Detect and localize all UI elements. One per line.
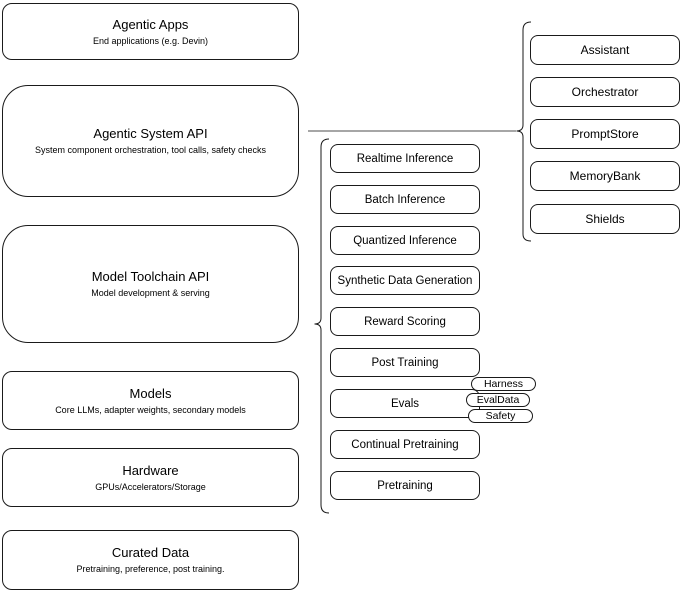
node-quantized-inference: Quantized Inference (330, 226, 480, 255)
tag-label: Harness (483, 378, 524, 390)
node-assistant: Assistant (530, 35, 680, 65)
node-promptstore: PromptStore (530, 119, 680, 149)
node-subtitle: Pretraining, preference, post training. (76, 564, 225, 574)
node-label: Pretraining (377, 479, 433, 492)
node-pretraining: Pretraining (330, 471, 480, 500)
node-shields: Shields (530, 204, 680, 234)
node-subtitle: Model development & serving (91, 288, 210, 298)
system-components-brace (516, 21, 532, 242)
node-memorybank: MemoryBank (530, 161, 680, 191)
node-label: PromptStore (571, 127, 639, 141)
tag-label: Safety (485, 410, 516, 422)
tag-label: EvalData (476, 394, 520, 406)
node-subtitle: Core LLMs, adapter weights, secondary mo… (55, 404, 246, 415)
node-label: Assistant (580, 43, 630, 57)
node-label: Realtime Inference (356, 152, 454, 165)
tag-evaldata: EvalData (466, 393, 530, 407)
node-post-training: Post Training (330, 348, 480, 377)
node-title: Agentic System API (93, 126, 208, 141)
node-label: Shields (585, 212, 625, 226)
node-models: Models Core LLMs, adapter weights, secon… (2, 371, 299, 430)
node-continual-pretraining: Continual Pretraining (330, 430, 480, 459)
node-label: Orchestrator (571, 85, 639, 99)
node-title: Model Toolchain API (91, 269, 210, 284)
node-hardware: Hardware GPUs/Accelerators/Storage (2, 448, 299, 507)
node-label: Quantized Inference (353, 234, 457, 247)
node-agentic-apps: Agentic Apps End applications (e.g. Devi… (2, 3, 299, 60)
node-label: Continual Pretraining (351, 438, 459, 451)
tag-safety: Safety (468, 409, 533, 423)
node-curated-data: Curated Data Pretraining, preference, po… (2, 530, 299, 590)
node-label: MemoryBank (569, 169, 641, 183)
node-label: Synthetic Data Generation (337, 274, 473, 287)
tag-harness: Harness (471, 377, 536, 391)
node-subtitle: GPUs/Accelerators/Storage (95, 481, 206, 492)
node-label: Reward Scoring (364, 315, 446, 328)
node-title: Curated Data (111, 545, 190, 560)
node-evals: Evals (330, 389, 480, 418)
node-agentic-system-api: Agentic System API System component orch… (2, 85, 299, 197)
node-subtitle: System component orchestration, tool cal… (34, 145, 267, 155)
node-model-toolchain-api: Model Toolchain API Model development & … (2, 225, 299, 343)
node-batch-inference: Batch Inference (330, 185, 480, 214)
node-title: Agentic Apps (112, 16, 189, 32)
node-title: Hardware (122, 462, 179, 478)
toolchain-brace (314, 138, 330, 514)
node-label: Post Training (371, 356, 439, 369)
node-synthetic-data-generation: Synthetic Data Generation (330, 266, 480, 295)
node-title: Models (129, 385, 172, 401)
node-orchestrator: Orchestrator (530, 77, 680, 107)
node-label: Evals (390, 397, 420, 410)
node-realtime-inference: Realtime Inference (330, 144, 480, 173)
node-reward-scoring: Reward Scoring (330, 307, 480, 336)
node-label: Batch Inference (364, 193, 446, 206)
node-subtitle: End applications (e.g. Devin) (92, 35, 209, 46)
